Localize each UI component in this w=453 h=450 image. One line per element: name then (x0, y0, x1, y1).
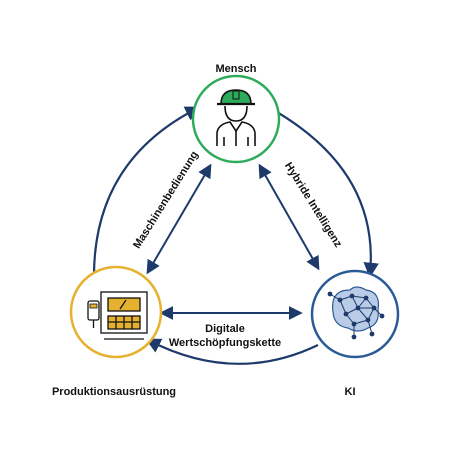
edge-label-line1: Digitale (205, 323, 245, 335)
arrow-mensch-produktion (146, 163, 212, 275)
node-label-ki: KI (344, 386, 356, 398)
node-ki (310, 269, 400, 359)
cycle-arrow-produktion-to-mensch (92, 106, 201, 275)
cycle-arrow-ki-to-produktion (145, 338, 319, 365)
neural-network-brain-icon (327, 286, 385, 340)
worker-icon (216, 89, 256, 146)
cycle-arrow-mensch-to-ki (269, 107, 379, 279)
edge-label-produktion-ki: Digitale Wertschöpfungskette (160, 322, 290, 350)
node-label-mensch: Mensch (215, 63, 257, 75)
node-mensch (191, 74, 281, 164)
edge-label-line2: Wertschöpfungskette (168, 337, 282, 349)
node-label-produktion: Produktionsausrüstung (51, 386, 177, 398)
arrow-mensch-ki (258, 163, 320, 271)
node-produktion (69, 265, 163, 359)
control-panel-icon (87, 291, 148, 340)
